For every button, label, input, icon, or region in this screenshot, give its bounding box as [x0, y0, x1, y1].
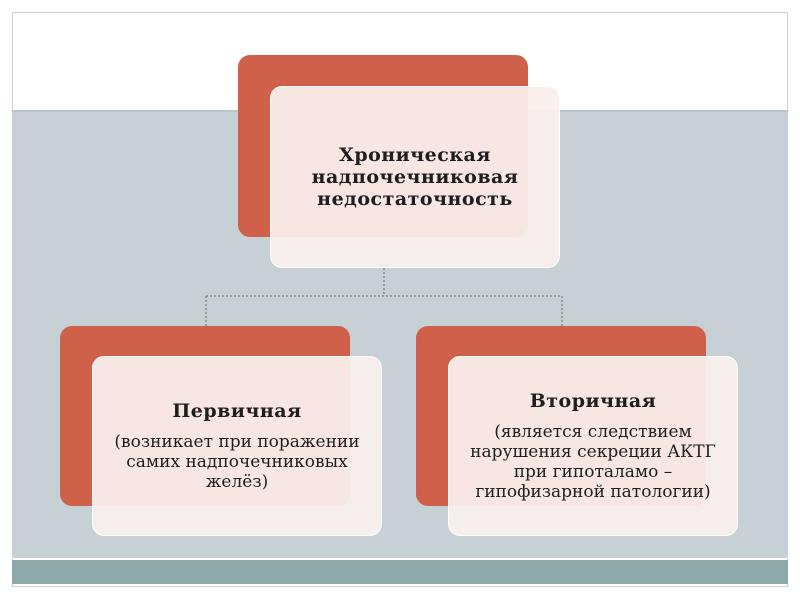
- footer-band: [12, 560, 788, 584]
- primary-node-description: (возникает при поражении самих надпочечн…: [114, 432, 360, 492]
- root-node-title: Хроническая надпочечниковая недостаточно…: [311, 144, 519, 210]
- secondary-node: Вторичная (является следствием нарушения…: [448, 356, 738, 536]
- secondary-node-title: Вторичная: [529, 390, 657, 412]
- secondary-node-description: (является следствием нарушения секреции …: [470, 422, 716, 502]
- primary-node-title: Первичная: [172, 400, 302, 422]
- primary-node: Первичная (возникает при поражении самих…: [92, 356, 382, 536]
- root-node: Хроническая надпочечниковая недостаточно…: [270, 86, 560, 268]
